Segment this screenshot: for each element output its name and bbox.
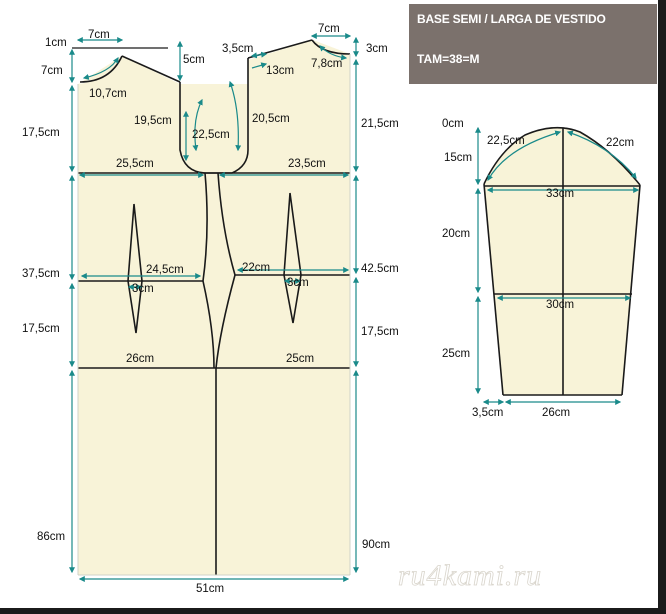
label-top-margin: 1cm	[45, 37, 67, 49]
label-cuff-width: 26cm	[542, 407, 570, 419]
sleeve-right-seam	[621, 184, 641, 396]
sleeve-dimension-arrows	[475, 126, 640, 405]
arrow-shoulder-right-slope	[251, 62, 268, 69]
arrow-cap-left	[487, 130, 562, 182]
label-hem-width: 51cm	[196, 583, 224, 595]
label-dart-left: 3cm	[132, 283, 154, 295]
dress-frame-lines	[77, 54, 351, 576]
right-dart	[283, 192, 302, 324]
label-hip-right: 25cm	[286, 353, 314, 365]
label-armhole-right-top: 7,8cm	[311, 58, 342, 70]
label-waist-height-right: 42.5cm	[361, 263, 399, 275]
label-neck-depth-left: 5cm	[183, 54, 205, 66]
left-shoulder-line	[121, 55, 181, 83]
label-waist-left: 24,5cm	[146, 264, 184, 276]
label-cap-height: 15cm	[444, 152, 472, 164]
arrow-cap-right	[566, 130, 637, 179]
label-cap-left: 22,5cm	[487, 135, 525, 147]
label-elbow-width: 30cm	[546, 299, 574, 311]
label-neck-curve-left: 19,5cm	[134, 115, 172, 127]
arrow-neck-curve-left	[192, 98, 203, 152]
label-waist-height-left: 37,5cm	[22, 268, 60, 280]
label-shoulder-right-slope: 13cm	[266, 65, 294, 77]
label-skirt-right: 90cm	[362, 539, 390, 551]
label-cuff-inset: 3,5cm	[472, 407, 503, 419]
dress-labels: 1cm 7cm 7cm 10,7cm 5cm 3,5cm 7cm 3cm 13c…	[22, 23, 399, 595]
left-dart	[127, 203, 143, 334]
label-neck-curve-right: 20,5cm	[252, 113, 290, 125]
left-center-seam	[202, 172, 215, 369]
sleeve-panel	[484, 127, 640, 396]
label-armhole-left: 10,7cm	[89, 88, 127, 100]
bodice-top-fill	[78, 40, 350, 173]
pattern-size: TAM=38=M	[417, 52, 480, 66]
label-neck-offset-right: 3,5cm	[222, 43, 253, 55]
pattern-title: BASE SEMI / LARGA DE VESTIDO	[417, 12, 606, 26]
watermark: ru4kami.ru	[398, 559, 542, 592]
label-cap-right: 22cm	[606, 137, 634, 149]
label-right-top-drop: 3cm	[366, 43, 388, 55]
label-chest-left: 25,5cm	[116, 158, 154, 170]
label-cap-zero: 0cm	[442, 118, 464, 130]
label-bodice-height-right: 21,5cm	[361, 118, 399, 130]
sleeve-left-seam	[483, 183, 504, 396]
label-lower-length: 25cm	[442, 348, 470, 360]
label-skirt-left: 86cm	[37, 531, 65, 543]
label-back-neck-drop: 7cm	[41, 65, 63, 77]
arrow-armhole-left	[82, 56, 119, 80]
label-shoulder-right-width: 7cm	[318, 23, 340, 35]
label-waist-right: 22cm	[242, 262, 270, 274]
label-hip-height-right: 17,5cm	[361, 326, 399, 338]
label-upper-length: 20cm	[442, 228, 470, 240]
label-bodice-height-left: 17,5cm	[22, 127, 60, 139]
label-dart-right: 3cm	[287, 277, 309, 289]
title-box: BASE SEMI / LARGA DE VESTIDO TAM=38=M	[409, 4, 657, 84]
arrow-armhole-right	[319, 45, 348, 61]
label-neck-curve-center: 22,5cm	[192, 129, 230, 141]
label-bicep-width: 33cm	[546, 188, 574, 200]
label-chest-right: 23,5cm	[288, 158, 326, 170]
sleeve-labels: 0cm 22,5cm 22cm 15cm 33cm 20cm 30cm 25cm…	[442, 118, 634, 419]
right-center-seam	[215, 172, 236, 369]
label-shoulder-left-width: 7cm	[88, 29, 110, 41]
dress-dimension-arrows	[69, 33, 359, 582]
label-hip-left: 26cm	[126, 353, 154, 365]
arrow-neck-curve-right	[228, 80, 242, 152]
arrow-neck-offset	[250, 51, 268, 59]
label-hip-height-left: 17,5cm	[22, 323, 60, 335]
